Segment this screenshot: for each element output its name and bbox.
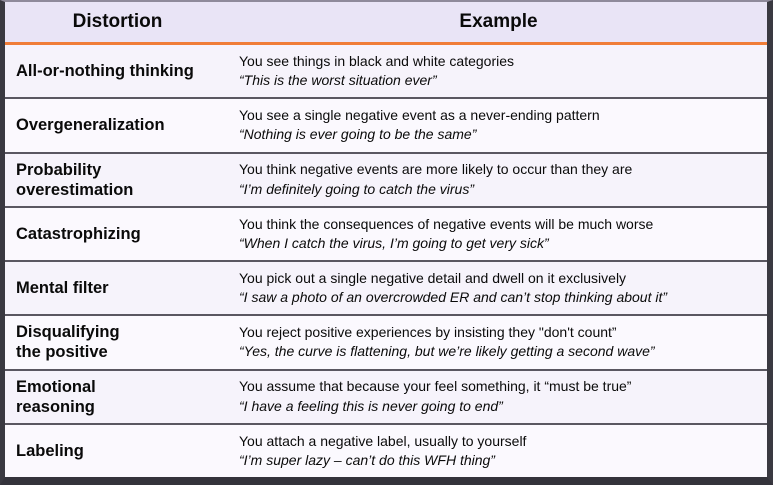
- table-row: Overgeneralization You see a single nega…: [5, 97, 767, 152]
- distortion-cell: Mental filter: [5, 262, 230, 314]
- example-cell: You see things in black and white catego…: [230, 45, 767, 97]
- distortion-cell: Disqualifying the positive: [5, 316, 230, 368]
- table-row: Disqualifying the positive You reject po…: [5, 314, 767, 369]
- example-description: You assume that because your feel someth…: [239, 378, 632, 395]
- example-quote: “I have a feeling this is never going to…: [239, 397, 503, 414]
- example-cell: You think negative events are more likel…: [230, 154, 767, 206]
- example-description: You see things in black and white catego…: [239, 52, 514, 69]
- table-header-row: Distortion Example: [5, 2, 767, 45]
- table-row: Catastrophizing You think the consequenc…: [5, 205, 767, 260]
- distortion-cell: All-or-nothing thinking: [5, 45, 230, 97]
- distortion-cell: Catastrophizing: [5, 208, 230, 260]
- example-description: You think the consequences of negative e…: [239, 215, 654, 232]
- example-description: You see a single negative event as a nev…: [239, 107, 600, 124]
- example-description: You attach a negative label, usually to …: [239, 432, 527, 449]
- distortion-name: Emotional reasoning: [16, 377, 96, 416]
- example-description: You think negative events are more likel…: [239, 161, 633, 178]
- distortion-cell: Labeling: [5, 425, 230, 477]
- example-cell: You assume that because your feel someth…: [230, 371, 767, 423]
- table-row: All-or-nothing thinking You see things i…: [5, 45, 767, 98]
- example-cell: You attach a negative label, usually to …: [230, 425, 767, 477]
- header-example: Example: [459, 11, 538, 32]
- example-cell: You see a single negative event as a nev…: [230, 99, 767, 151]
- example-description: You pick out a single negative detail an…: [239, 269, 627, 286]
- distortion-name: Catastrophizing: [16, 224, 141, 243]
- distortion-cell: Overgeneralization: [5, 99, 230, 151]
- example-quote: “This is the worst situation ever”: [239, 72, 437, 89]
- distortion-name: All-or-nothing thinking: [16, 62, 194, 81]
- distortion-name: Overgeneralization: [16, 116, 165, 135]
- distortion-name: Mental filter: [16, 279, 109, 298]
- distortion-name: Probability overestimation: [16, 160, 134, 199]
- distortion-name: Disqualifying the positive: [16, 323, 120, 362]
- example-cell: You pick out a single negative detail an…: [230, 262, 767, 314]
- example-quote: “I saw a photo of an overcrowded ER and …: [239, 289, 668, 306]
- example-cell: You reject positive experiences by insis…: [230, 316, 767, 368]
- table-row: Labeling You attach a negative label, us…: [5, 422, 767, 477]
- distortion-name: Labeling: [16, 441, 84, 460]
- table-row: Emotional reasoning You assume that beca…: [5, 368, 767, 423]
- table-row: Probability overestimation You think neg…: [5, 151, 767, 206]
- example-quote: “I’m super lazy – can’t do this WFH thin…: [239, 451, 495, 468]
- example-description: You reject positive experiences by insis…: [239, 324, 617, 341]
- example-quote: “I’m definitely going to catch the virus…: [239, 180, 474, 197]
- table-body: All-or-nothing thinking You see things i…: [5, 45, 767, 477]
- example-quote: “Nothing is ever going to be the same”: [239, 126, 477, 143]
- distortion-cell: Probability overestimation: [5, 154, 230, 206]
- example-quote: “When I catch the virus, I’m going to ge…: [239, 234, 549, 251]
- header-distortion: Distortion: [72, 11, 163, 32]
- example-quote: “Yes, the curve is flattening, but we’re…: [239, 343, 655, 360]
- distortion-cell: Emotional reasoning: [5, 371, 230, 423]
- table-row: Mental filter You pick out a single nega…: [5, 260, 767, 315]
- example-cell: You think the consequences of negative e…: [230, 208, 767, 260]
